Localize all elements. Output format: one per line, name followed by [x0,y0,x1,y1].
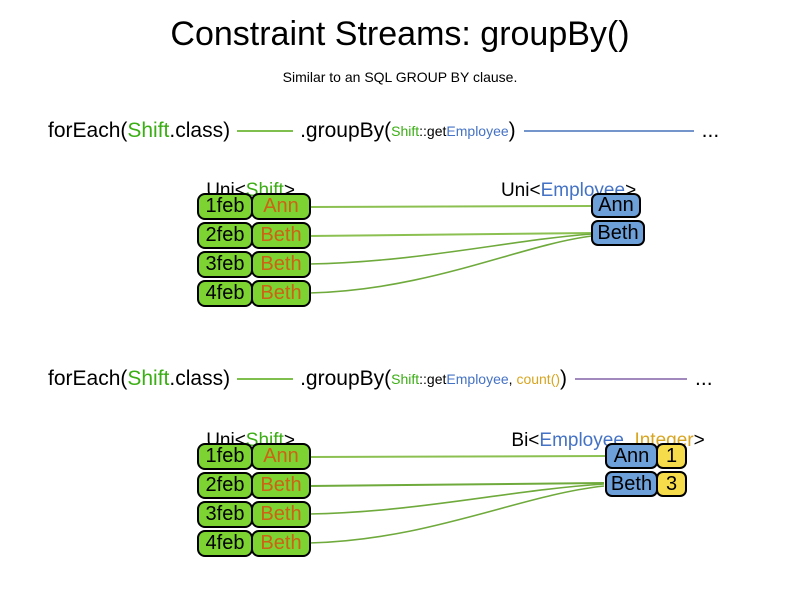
code-line-1: forEach(Shift.class) .groupBy(Shift::get… [48,117,719,145]
code2-purple-connector [575,378,688,380]
code2-arg-class: Shift [391,371,420,387]
shift-date-cell: 1feb [197,193,253,220]
code2-foreach-prefix: forEach( [48,367,128,390]
connector-2feb-beth [308,232,593,237]
table-row: 2feb Beth [197,472,311,499]
count-result-box: 1 [656,443,687,469]
code2-arg-comma: , [508,371,517,387]
code1-shift-class: Shift [127,119,170,142]
employee-result-box: Beth [605,471,658,497]
connector-4feb-beth [308,235,593,294]
table-row: 3feb Beth [197,251,311,278]
employee-result-box: Ann [605,443,658,469]
shift-date-cell: 3feb [197,251,253,278]
code1-arg-class: Shift [391,123,420,139]
code1-groupby-suffix: ) [508,119,516,142]
code2-groupby-suffix: ) [560,367,568,390]
code2-foreach-suffix: .class) [169,367,231,390]
shift-date-cell: 4feb [197,280,253,307]
code2-arg-count: count() [516,371,561,387]
label4-suffix: > [693,430,705,451]
shift-date-cell: 1feb [197,443,253,470]
count-result-box: 3 [656,471,687,497]
code2-arg-method: ::get [419,371,447,387]
shift-employee-cell: Beth [251,251,311,278]
label4-type1: Employee [539,430,624,451]
shift-date-cell: 2feb [197,472,253,499]
code1-arg-method: ::get [419,123,447,139]
page-title: Constraint Streams: groupBy() [170,15,630,53]
shift-table-2: 1feb Ann 2feb Beth 3feb Beth 4feb Beth [197,443,311,557]
code2-ellipsis: ... [695,367,713,390]
code2-green-connector [237,378,294,380]
connector2-2feb-beth [308,482,605,487]
code2-arg-type: Employee [446,371,509,387]
code1-foreach-prefix: forEach( [48,119,128,142]
table-row: 2feb Beth [197,222,311,249]
code1-blue-connector [523,130,694,132]
label3-suffix: > [283,430,295,451]
employee-result-box: Ann [591,193,641,218]
code2-shift-class: Shift [127,367,170,390]
shift-date-cell: 2feb [197,222,253,249]
shift-employee-cell: Beth [251,530,311,557]
shift-date-cell: 4feb [197,530,253,557]
label1-suffix: > [283,180,295,201]
shift-employee-cell: Beth [251,472,311,499]
table-row: 3feb Beth [197,501,311,528]
shift-table-1: 1feb Ann 2feb Beth 3feb Beth 4feb Beth [197,193,311,307]
result-row: Ann 1 [605,443,687,469]
table-row: 4feb Beth [197,530,311,557]
employee-result-box: Beth [591,220,645,246]
connector-3feb-beth [308,233,593,265]
page-subtitle: Similar to an SQL GROUP BY clause. [282,69,518,85]
connector2-3feb-beth [308,483,605,515]
shift-employee-cell: Ann [251,193,311,220]
table-row: 4feb Beth [197,280,311,307]
connector2-4feb-beth [308,485,605,544]
table-row: 1feb Ann [197,193,311,220]
grouped-count-results: Ann 1 Beth 3 [605,443,687,497]
label2-suffix: > [625,180,637,201]
shift-employee-cell: Beth [251,222,311,249]
label4-comma: , [623,430,635,451]
shift-date-cell: 3feb [197,501,253,528]
label2-prefix: Uni< [500,180,541,201]
table-row: 1feb Ann [197,443,311,470]
code1-ellipsis: ... [701,119,720,142]
code2-groupby-prefix: .groupBy( [300,367,392,390]
shift-employee-cell: Ann [251,443,311,470]
code-line-2: forEach(Shift.class) .groupBy(Shift::get… [48,365,713,393]
shift-employee-cell: Beth [251,501,311,528]
shift-employee-cell: Beth [251,280,311,307]
label4-prefix: Bi< [511,430,540,451]
result-row: Beth 3 [605,471,687,497]
code1-groupby-prefix: .groupBy( [300,119,392,142]
code1-foreach-suffix: .class) [169,119,231,142]
code1-green-connector [237,130,294,132]
code1-arg-type: Employee [446,123,509,139]
